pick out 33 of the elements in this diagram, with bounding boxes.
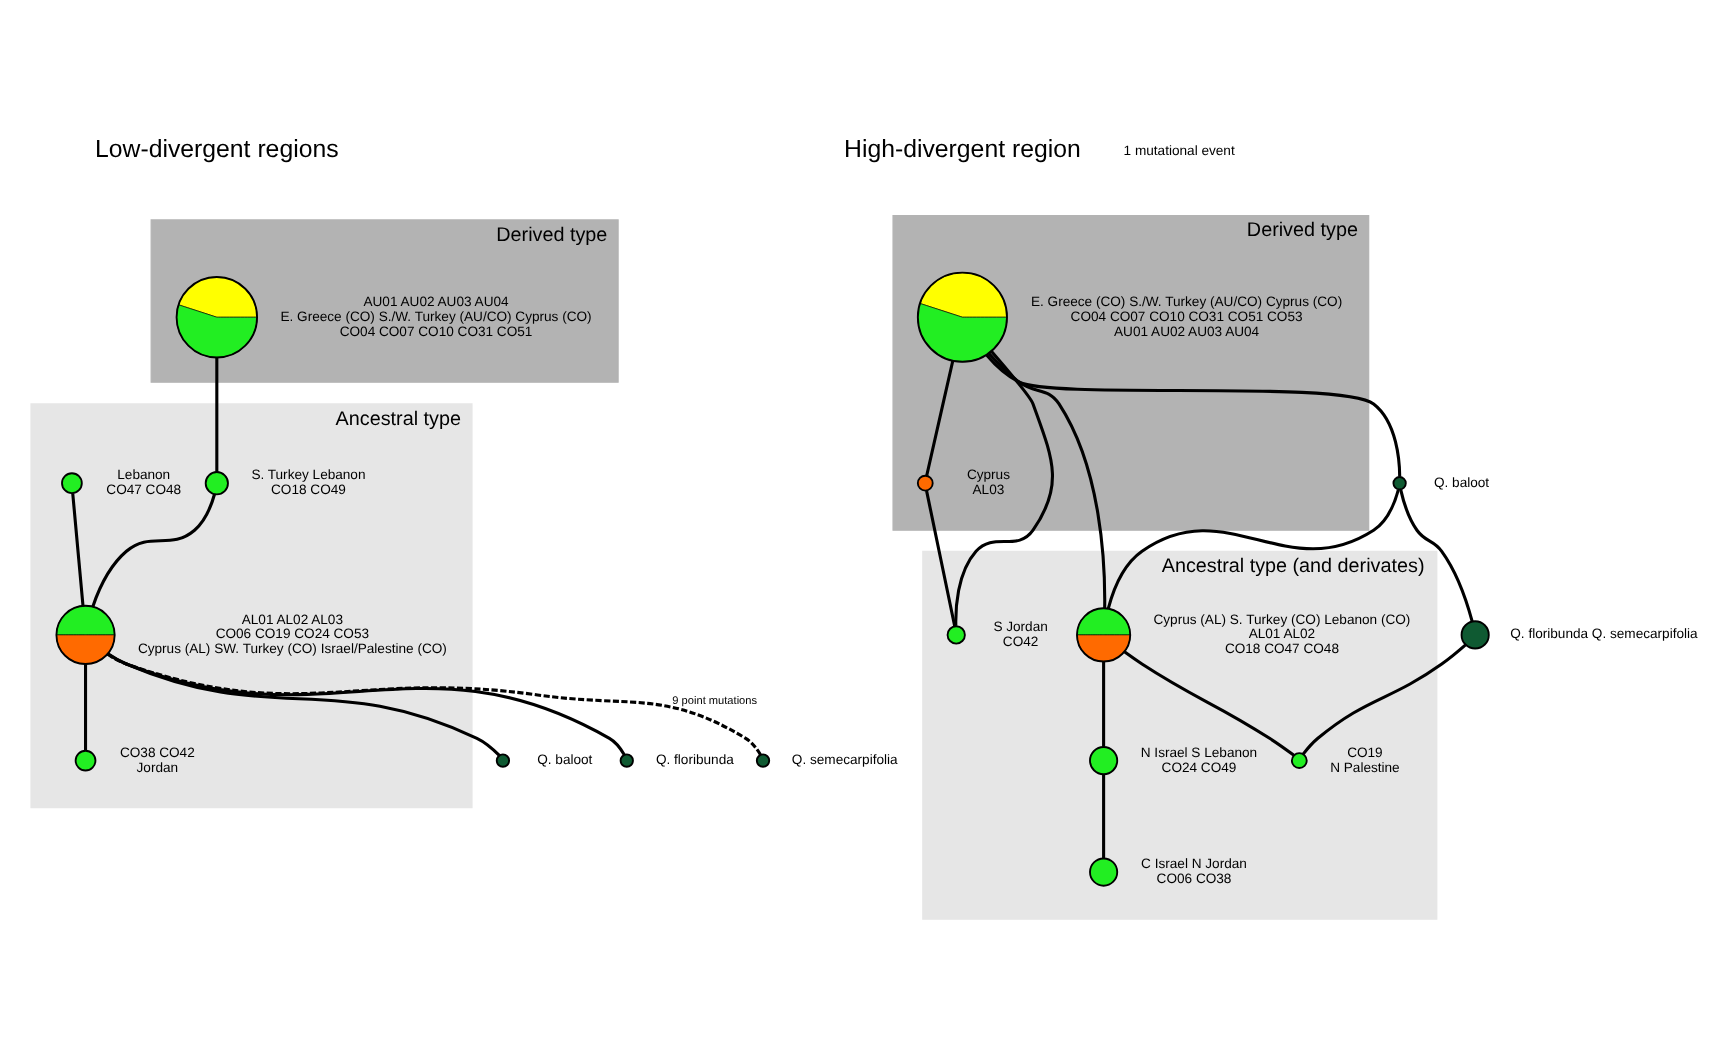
connector (1123, 650, 1295, 757)
connector (106, 653, 762, 756)
node-circle (755, 753, 771, 768)
node-circle (916, 474, 934, 492)
connector (985, 354, 1402, 477)
connector (1102, 661, 1106, 747)
label: High-divergent region (844, 135, 1081, 164)
node-circle (1460, 620, 1490, 650)
node-circle (204, 471, 229, 496)
connector (987, 352, 1107, 609)
connector (1102, 774, 1106, 859)
label: Low-divergent regions (95, 135, 339, 164)
connector (1106, 489, 1400, 609)
connector (107, 652, 626, 756)
connector (71, 493, 85, 606)
connector (1399, 489, 1474, 622)
node-circle (1290, 752, 1308, 769)
connector (925, 360, 955, 476)
node-circle (61, 472, 83, 494)
node-circle (495, 753, 511, 768)
connector (91, 493, 216, 607)
connector (215, 357, 219, 472)
node-circle (619, 753, 634, 768)
connector (954, 350, 1054, 626)
connector (1301, 643, 1467, 756)
connector (925, 490, 957, 627)
node-circle (1392, 476, 1407, 491)
node-circle (946, 625, 966, 645)
connector (107, 652, 501, 757)
node-circle (1089, 857, 1119, 887)
node-circle (74, 749, 97, 772)
node-circle (1089, 746, 1119, 776)
connector (84, 664, 88, 751)
